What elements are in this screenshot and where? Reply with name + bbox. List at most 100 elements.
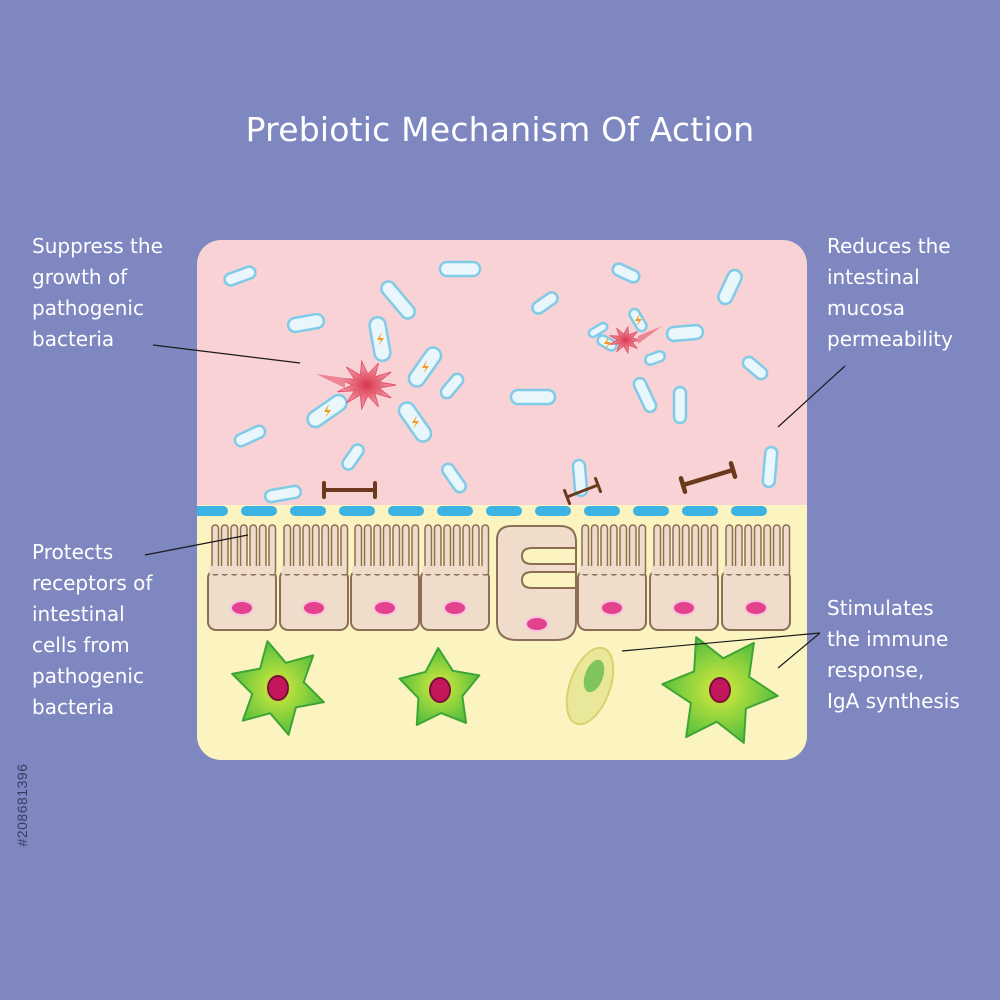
suppress-annotation: Suppress the growth of pathogenic bacter…: [32, 234, 163, 351]
mucus-droplet: [197, 506, 228, 516]
probiotic-bacterium: [717, 268, 743, 306]
microvillus: [619, 524, 628, 576]
prebiotic-fiber: [322, 481, 377, 499]
microvillus: [452, 524, 461, 576]
immune-cells: [231, 636, 779, 744]
probiotic-bacterium: [286, 312, 326, 334]
microvillus: [401, 524, 410, 576]
microvillus: [321, 524, 330, 576]
microvillus: [700, 524, 709, 576]
immune-cell: [231, 640, 325, 736]
microvillus: [283, 524, 292, 576]
mucus-droplet: [437, 506, 473, 516]
probiotic-bacterium: [438, 260, 482, 278]
epithelial-cell: [350, 524, 420, 631]
microvillus: [249, 524, 258, 576]
probiotic-bacterium: [665, 323, 705, 343]
lightning-icon: [604, 336, 611, 350]
microvillus: [653, 524, 662, 576]
nucleus: [373, 600, 397, 616]
protects-annotation: Protects receptors of intestinal cells f…: [32, 540, 153, 719]
probiotic-bacterium: [672, 385, 688, 425]
nucleus: [443, 600, 467, 616]
microvillus: [481, 524, 490, 576]
probiotic-bacterium: [380, 280, 416, 320]
reduces-leader-line: [777, 365, 846, 428]
microvillus: [220, 524, 229, 576]
pathogen-bacterium: [336, 359, 397, 411]
mucus-droplet: [241, 506, 277, 516]
epithelial-cell: [420, 524, 490, 631]
microvillus: [710, 524, 719, 576]
prebiotic-fiber: [562, 476, 603, 506]
microvillus: [292, 524, 301, 576]
probiotic-bacterium: [587, 321, 609, 339]
microvillus: [734, 524, 743, 576]
bacteria-group: [223, 260, 779, 504]
probiotic-bacterium: [741, 355, 769, 381]
probiotic-bacterium: [233, 424, 267, 448]
microvillus: [411, 524, 420, 576]
microvillus: [433, 524, 442, 576]
microvillus: [239, 524, 248, 576]
microvillus: [681, 524, 690, 576]
probiotic-bacterium: [644, 350, 666, 366]
microvillus: [330, 524, 339, 576]
microvillus: [424, 524, 433, 576]
nucleus: [672, 600, 696, 616]
nucleus: [525, 616, 549, 632]
microvillus: [782, 524, 791, 576]
immune-cell: [661, 636, 779, 744]
mucus-droplet: [339, 506, 375, 516]
nucleus: [744, 600, 768, 616]
microvillus: [744, 524, 753, 576]
probiotic-bacterium: [531, 291, 559, 315]
reduces-annotation: Reduces the intestinal mucosa permeabili…: [827, 234, 953, 351]
protects-leader-line: [144, 534, 249, 556]
probiotic-bacterium: [632, 376, 658, 414]
epithelial-cell: [279, 524, 349, 631]
lightning-icon: [422, 360, 429, 374]
microvillus: [268, 524, 277, 576]
mucus-droplet: [486, 506, 522, 516]
microvillus: [581, 524, 590, 576]
microvillus: [373, 524, 382, 576]
microvillus: [258, 524, 267, 576]
microvillus: [471, 524, 480, 576]
stock-id: #208681396: [14, 763, 30, 847]
leader-lines: [144, 344, 846, 669]
microvillus: [302, 524, 311, 576]
microvillus: [638, 524, 647, 576]
mucus-droplet: [682, 506, 718, 516]
microvillus: [609, 524, 618, 576]
microvillus: [211, 524, 220, 576]
microvillus: [763, 524, 772, 576]
prebiotic-fibers: [322, 461, 738, 506]
microvillus: [443, 524, 452, 576]
microvillus: [354, 524, 363, 576]
lightning-icon: [635, 313, 642, 327]
probiotic-bacterium: [509, 388, 557, 406]
mucus-layer: [197, 506, 767, 516]
microvillus: [600, 524, 609, 576]
mucus-droplet: [388, 506, 424, 516]
microvillus: [382, 524, 391, 576]
stimulates-leader-line-1: [621, 632, 821, 652]
nucleus: [230, 600, 254, 616]
epithelial-cell: [577, 524, 647, 631]
microvillus: [725, 524, 734, 576]
prebiotic-fiber: [678, 461, 738, 494]
microvillus: [691, 524, 700, 576]
suppress-leader-line: [152, 344, 301, 364]
epithelial-cell: [721, 524, 791, 631]
immune-cell: [398, 647, 481, 726]
microvillus: [772, 524, 781, 576]
epithelial-cell: [649, 524, 719, 631]
microvillus: [311, 524, 320, 576]
microvillus: [753, 524, 762, 576]
probiotic-bacterium: [263, 484, 303, 504]
page-title: Prebiotic Mechanism Of Action: [245, 110, 755, 149]
mucus-droplet: [535, 506, 571, 516]
probiotic-bacterium: [439, 372, 465, 400]
lightning-icon: [377, 332, 384, 346]
